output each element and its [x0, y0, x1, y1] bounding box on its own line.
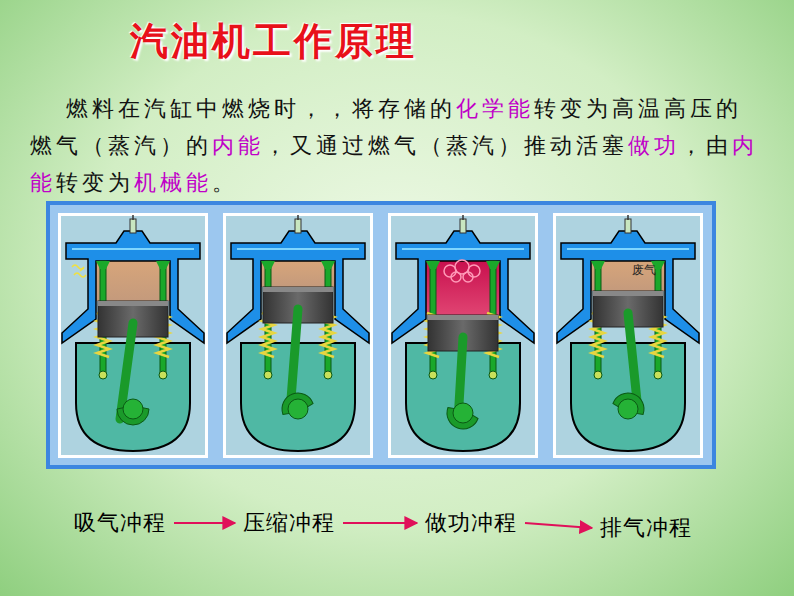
stroke-name: 吸气冲程	[74, 508, 166, 538]
key-term: 做功	[628, 133, 680, 158]
stroke-label: 做功冲程	[423, 506, 519, 540]
sequence-arrow	[525, 523, 592, 528]
paragraph-text: 。	[212, 170, 238, 195]
paragraph-text: 转变为	[56, 170, 134, 195]
stroke-name: 排气冲程	[600, 513, 692, 543]
slide-title: 汽油机工作原理	[130, 16, 417, 67]
sequence-arrow	[343, 522, 417, 524]
key-term: 机械能	[134, 170, 212, 195]
part-label: 废气	[632, 262, 656, 279]
paragraph-text: ，由	[680, 133, 732, 158]
sequence-arrow	[174, 522, 235, 524]
key-term: 化学能	[456, 96, 534, 121]
paragraph-text: ，又通过燃气（蒸汽）推动活塞	[264, 133, 628, 158]
stroke-name: 压缩冲程	[243, 508, 335, 538]
stroke-label: 排气冲程	[598, 511, 694, 545]
description-paragraph: 燃料在汽缸中燃烧时，，将存储的化学能转变为高温高压的燃气（蒸汽）的内能，又通过燃…	[30, 90, 766, 201]
stroke-label: 吸气冲程	[72, 506, 168, 540]
paragraph-text: 燃料在汽缸中燃烧时，，将存储的	[66, 96, 456, 121]
stroke-name: 做功冲程	[425, 508, 517, 538]
stroke-label: 压缩冲程	[241, 506, 337, 540]
key-term: 内能	[212, 133, 264, 158]
